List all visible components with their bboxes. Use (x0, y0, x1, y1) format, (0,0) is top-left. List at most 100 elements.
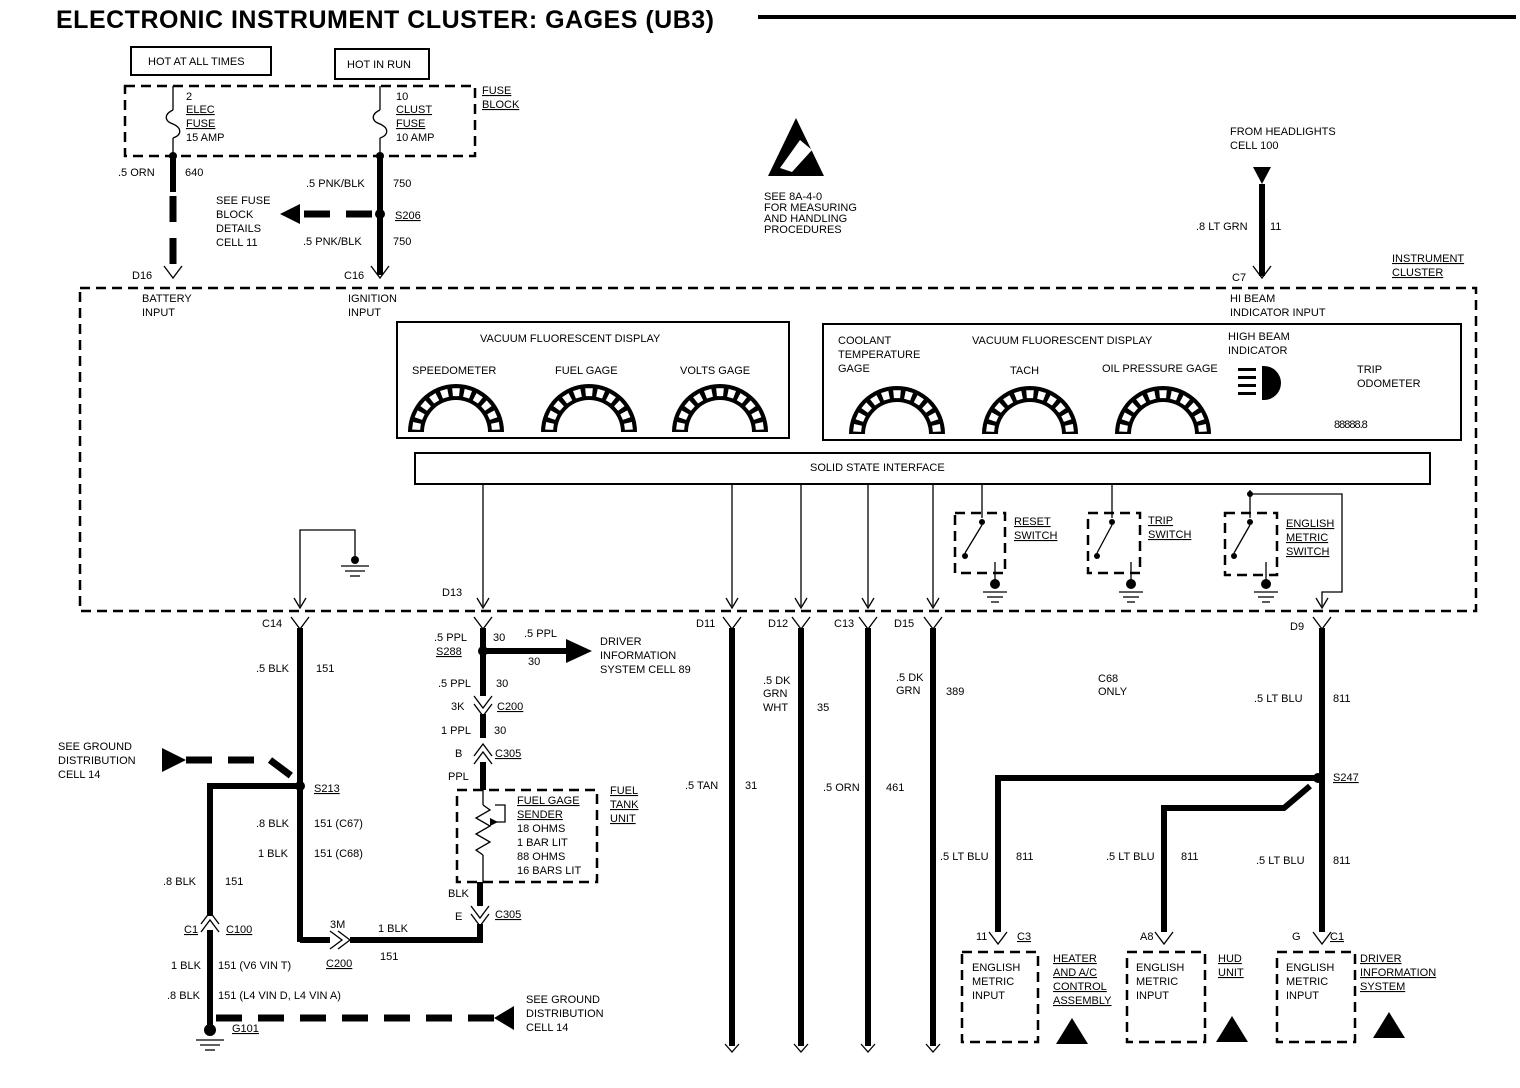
connector-c7 (1252, 265, 1272, 280)
wire-640-circuit: 640 (185, 167, 203, 179)
signal-c13-arrow (861, 597, 875, 610)
instrument-cluster-box (78, 286, 1478, 613)
connector-c200-b (337, 930, 352, 950)
connector-c305-e-label: C305 (495, 909, 521, 921)
wire-750-gauge-bottom: .5 PNK/BLK (303, 236, 362, 248)
pin-c7: C7 (1232, 272, 1246, 284)
wire-151-l4-circuit: 151 (L4 VIN D, L4 VIN A) (218, 990, 341, 1002)
wire-30-low-circuit: 30 (494, 725, 506, 737)
driver-info-arrow (566, 639, 592, 663)
volts-gage-label: VOLTS GAGE (680, 365, 750, 377)
pin-c14: C14 (262, 618, 282, 630)
tach-label: TACH (1010, 365, 1039, 377)
connector-c200-a (329, 930, 344, 950)
internal-ground-icon (341, 565, 369, 577)
wire-30-circuit: 30 (493, 632, 505, 644)
wire-30-out-circuit: 30 (528, 656, 540, 668)
wire-811-heater (995, 775, 1318, 932)
wire-811-hud (1161, 783, 1312, 932)
hud-pin-label: A8 (1140, 931, 1153, 943)
wire-30-mid-circuit: 30 (496, 678, 508, 690)
splice-s206 (375, 209, 385, 219)
wire-151-gauge: .5 BLK (256, 663, 290, 675)
coolant-dial (849, 386, 945, 434)
wire-30-mid-gauge: .5 PPL (438, 678, 471, 690)
wire-750-circuit-bottom: 750 (393, 236, 411, 248)
pin-d16: D16 (132, 270, 152, 282)
wire-811-hud-gauge: .5 LT BLU (1106, 851, 1155, 863)
hot-at-all-times-box (130, 46, 272, 76)
internal-ground-wire (299, 529, 356, 606)
wire-151-v6-circuit: 151 (V6 VIN T) (218, 960, 291, 972)
diagram-title: ELECTRONIC INSTRUMENT CLUSTER: GAGES (UB… (56, 6, 715, 34)
wire-811-hud-circuit: 811 (1181, 851, 1199, 863)
connector-c16 (370, 265, 390, 280)
connector-c305-fuel-label: C305 (495, 748, 521, 760)
wire-35-continuation (793, 1043, 809, 1053)
wire-31-circuit: 31 (745, 780, 757, 792)
oil-pressure-label: OIL PRESSURE GAGE (1102, 363, 1218, 375)
hot-at-all-times-label: HOT AT ALL TIMES (148, 56, 245, 68)
connector-d13 (473, 616, 493, 631)
pin-d15: D15 (894, 618, 914, 630)
connector-c1-label: C1 (184, 924, 198, 936)
signal-d13-arrow (476, 597, 490, 610)
fuse-block-box (123, 84, 477, 158)
wire-811-heater-circuit: 811 (1016, 851, 1034, 863)
connector-c14 (290, 616, 310, 631)
splice-s213-label: S213 (314, 783, 340, 795)
wire-461-circuit: 461 (886, 782, 904, 794)
wire-151-c68-gauge: 1 BLK (258, 848, 289, 860)
esd-warning-icon (768, 118, 824, 176)
wire-151-branch-circuit: 151 (225, 876, 243, 888)
c14-arrow (293, 597, 307, 610)
gauge-dials (408, 384, 1211, 434)
wire-31-gauge: .5 TAN (685, 780, 718, 792)
wire-389-connector (923, 616, 943, 631)
internal-ground-node (351, 556, 359, 564)
wire-750-circuit-top: 750 (393, 178, 411, 190)
pin-d12: D12 (768, 618, 788, 630)
oil-pressure-dial (1115, 386, 1211, 434)
driver-info-connector-label: C1 (1330, 931, 1344, 943)
wire-461-gauge: .5 ORN (823, 782, 860, 794)
solid-state-interface-label: SOLID STATE INTERFACE (810, 462, 945, 474)
wire-811-gauge: .5 LT BLU (1254, 693, 1303, 705)
connector-3k-label: 3K (451, 701, 465, 713)
high-beam-icon (1238, 366, 1281, 400)
wire-151-branch-gauge: .8 BLK (163, 876, 197, 888)
ground-dist-arrow-2 (494, 1006, 514, 1030)
connector-c100-label: C100 (226, 924, 252, 936)
pin-d9: D9 (1290, 621, 1304, 633)
speedometer-label: SPEEDOMETER (412, 365, 496, 377)
wire-151-to-c305 (350, 924, 483, 943)
hot-in-run-label: HOT IN RUN (347, 59, 411, 71)
wire-ppl-label: PPL (448, 771, 469, 783)
g101-ground-icon (196, 1039, 224, 1051)
driver-info-module (1275, 931, 1405, 1044)
wire-35-circuit: 35 (817, 702, 829, 714)
connector-3m-label: 3M (330, 919, 345, 931)
connector-c200-fuel-label: C200 (497, 701, 523, 713)
wire-151-circuit: 151 (316, 663, 334, 675)
pin-c13: C13 (834, 618, 854, 630)
vfd-right-box (822, 323, 1462, 441)
wire-151-v6-gauge: 1 BLK (171, 960, 202, 972)
solid-state-interface-box (414, 452, 1431, 485)
vfd-left-title: VACUUM FLUORESCENT DISPLAY (480, 333, 661, 345)
connector-b-label: B (455, 748, 462, 760)
